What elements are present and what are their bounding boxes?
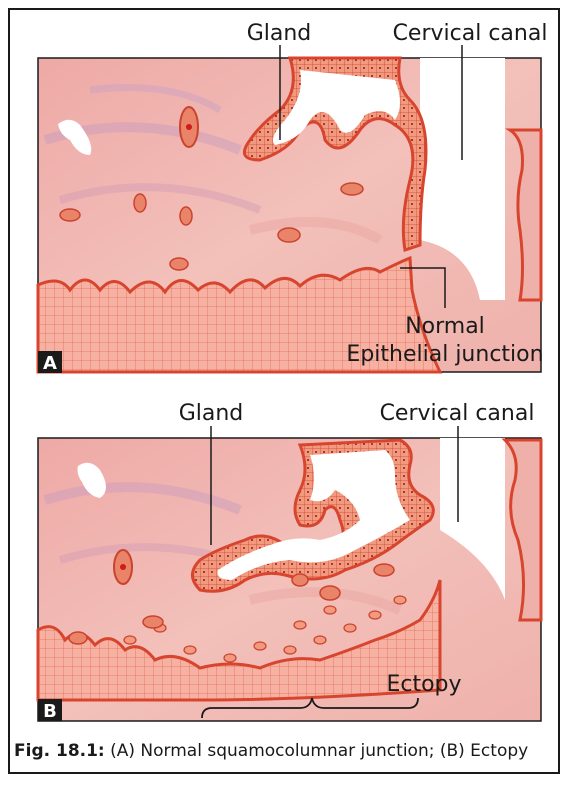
panel-b-ectopy-label: Ectopy <box>386 672 461 697</box>
panel-b-letter: B <box>43 701 57 722</box>
figure-caption: Fig. 18.1: (A) Normal squamocolumnar jun… <box>14 736 554 766</box>
panel-b-canal-label: Cervical canal <box>380 401 535 426</box>
panel-b: Gland Cervical canal Ectopy B <box>38 401 541 722</box>
panel-a: Gland Cervical canal Normal Epithelial j… <box>38 21 547 374</box>
figure-caption-prefix: Fig. 18.1: <box>14 741 105 761</box>
panel-a-gland-label: Gland <box>247 21 312 46</box>
panel-b-gland-label: Gland <box>179 401 244 426</box>
panel-a-canal-label: Cervical canal <box>393 21 548 46</box>
figure-caption-text: (A) Normal squamocolumnar junction; (B) … <box>105 741 528 761</box>
panel-a-letter: A <box>43 353 57 374</box>
panel-a-junction-label-line2: Epithelial junction <box>346 342 543 367</box>
panel-a-junction-label-line1: Normal <box>405 314 485 339</box>
